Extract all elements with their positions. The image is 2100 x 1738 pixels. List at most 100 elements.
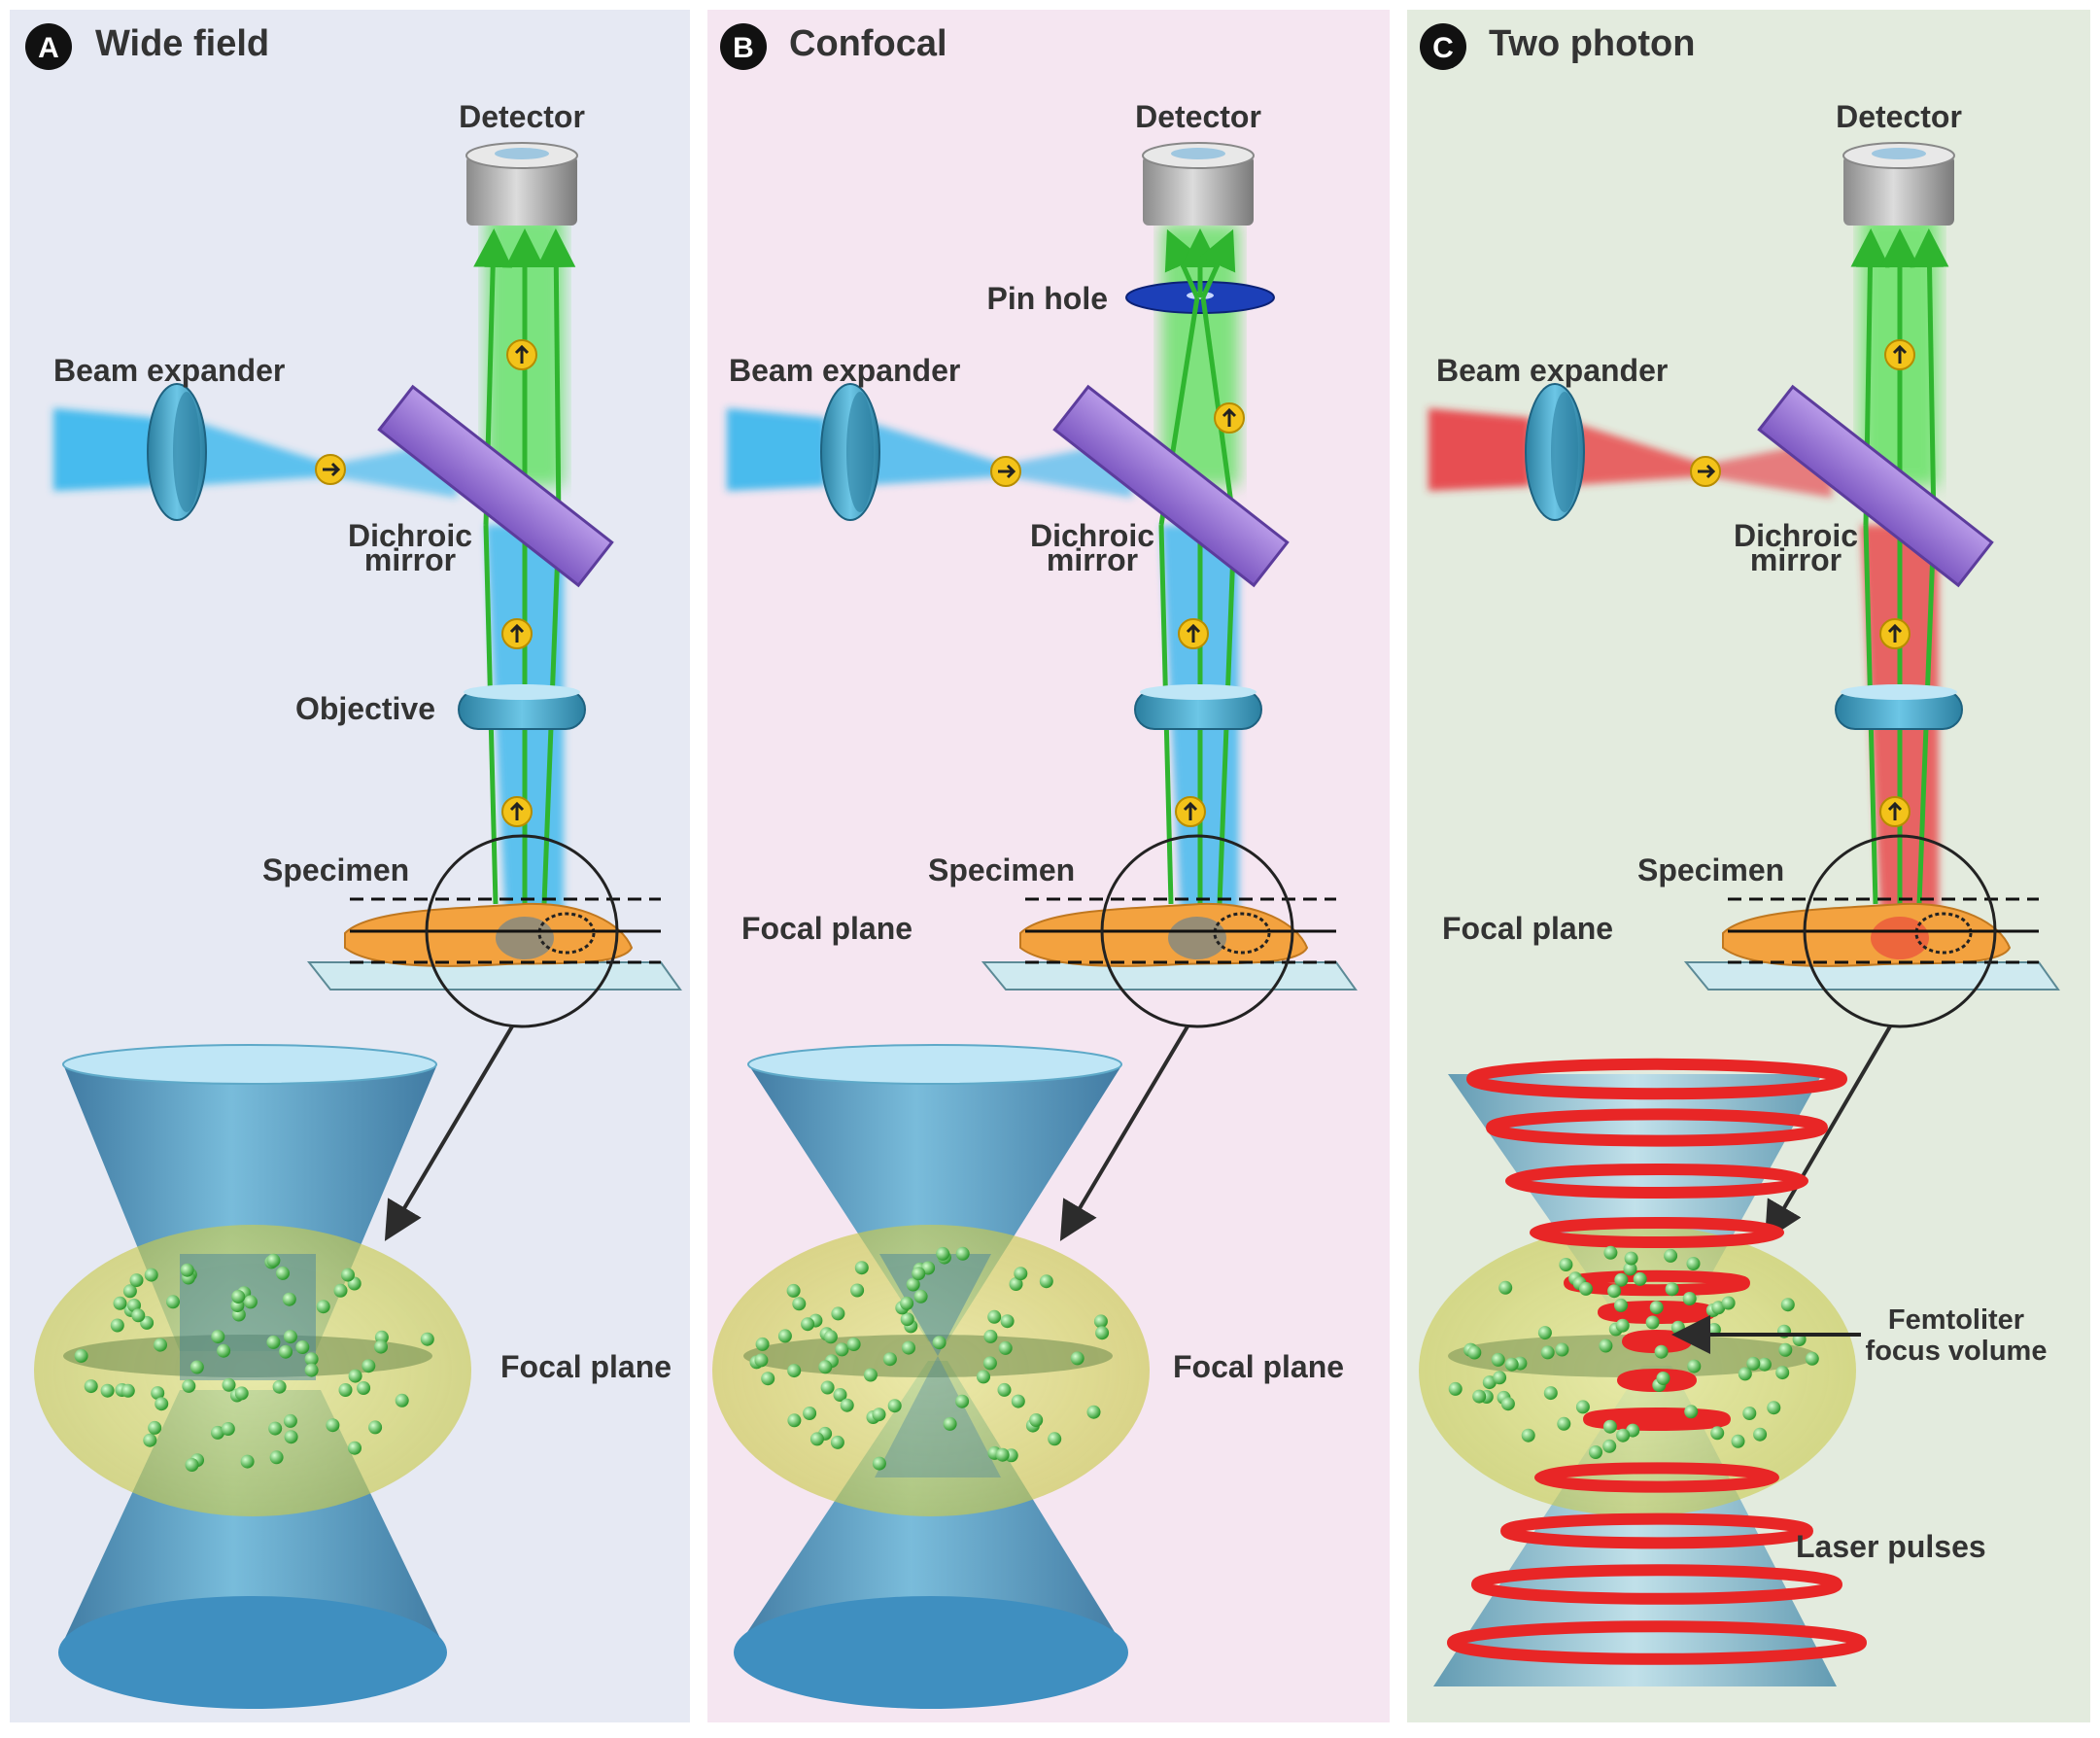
fluorophore-bead (357, 1381, 371, 1395)
laser-pulse-ring (1466, 1058, 1847, 1100)
fluorophore-bead (266, 1335, 281, 1349)
fluorophore-bead (1682, 1292, 1697, 1305)
fluorophore-bead (122, 1284, 137, 1299)
fluorophore-bead (268, 1421, 283, 1436)
fluorophore-bead (943, 1416, 957, 1431)
fluorophore-bead (1664, 1248, 1678, 1263)
fluorophore-bead (809, 1432, 824, 1446)
fluorophore-bead (913, 1289, 928, 1304)
fluorophore-bead (1767, 1401, 1781, 1415)
fluorophore-bead (211, 1330, 225, 1344)
fluorophore-bead (1467, 1345, 1482, 1360)
fluorophore-bead (374, 1339, 388, 1354)
fluorophore-bead (801, 1317, 815, 1332)
fluorophore-bead (1543, 1386, 1558, 1401)
fluorophore-bead (1498, 1280, 1513, 1295)
fluorophore-bead (221, 1422, 235, 1436)
fluorophore-bead (932, 1336, 947, 1350)
fluorophore-bead (1686, 1257, 1701, 1270)
focal-plane-disk (743, 1335, 1113, 1377)
fluorophore-bead (830, 1435, 844, 1449)
fluorophore-bead (1540, 1345, 1555, 1360)
fluorophore-bead (820, 1380, 835, 1395)
fluorophore-bead (182, 1378, 196, 1393)
panel-title: Two photon (1489, 23, 1695, 64)
femtoliter-label-line2: focus volume (1866, 1336, 2048, 1367)
fluorophore-bead (284, 1430, 298, 1444)
fluorophore-bead (850, 1283, 865, 1298)
direction-marker-icon (501, 618, 533, 649)
fluorophore-bead (1504, 1357, 1519, 1372)
fluorophore-bead (304, 1352, 319, 1367)
fluorophore-bead (1753, 1427, 1768, 1442)
fluorophore-bead (983, 1329, 998, 1343)
fluorophore-bead (180, 1263, 194, 1277)
fluorophores (749, 1246, 1110, 1471)
detector-label: Detector (1836, 99, 1962, 134)
fluorophore-bead (1614, 1298, 1628, 1312)
fluorophore-bead (243, 1295, 258, 1309)
specimen-label: Specimen (262, 852, 409, 887)
laser-pulse-ring (1583, 1408, 1731, 1431)
fluorophore-bead (1684, 1405, 1699, 1419)
fluorophore-bead (231, 1290, 246, 1304)
detector (1842, 142, 1955, 226)
fluorophore-bead (1623, 1262, 1637, 1276)
fluorophore-bead (1472, 1389, 1487, 1404)
laser-pulse-ring (1505, 1164, 1808, 1199)
specimen-label: Specimen (1637, 852, 1784, 887)
laser-pulse-ring (1564, 1269, 1750, 1297)
fluorophore-bead (906, 1277, 920, 1292)
dichroic-mirror (1757, 384, 1994, 588)
objective-lens (458, 684, 586, 730)
fluorophore-bead (1607, 1284, 1622, 1299)
fluorophore-bead (1579, 1281, 1593, 1296)
fluorophore-bead (1614, 1272, 1629, 1287)
fluorophore-bead (1757, 1357, 1772, 1372)
panel-header: C Two photon (1420, 23, 1695, 70)
fluorophore-bead (368, 1420, 383, 1435)
fluorophore-bead (1011, 1394, 1025, 1408)
panel-badge-letter: B (733, 32, 754, 64)
fluorophore-bead (1537, 1326, 1552, 1340)
dichroic-label-line1: Dichroic (1734, 518, 1858, 553)
fluorophore-bead (1687, 1359, 1702, 1373)
fluorophore-bead (222, 1377, 236, 1392)
fluorophore-bead (266, 1253, 281, 1268)
fluorophore-bead (1093, 1314, 1108, 1329)
pin-hole-label: Pin hole (987, 281, 1108, 316)
dichroic-mirror (377, 384, 614, 588)
fluorophore-bead (1557, 1416, 1571, 1431)
fluorophore-bead (84, 1379, 98, 1394)
fluorophore-bead (1039, 1274, 1053, 1289)
fluorophore-bead (900, 1296, 914, 1310)
fluorophore-bead (1603, 1245, 1618, 1260)
panel-header: A Wide field (25, 23, 269, 70)
beam-expander-label: Beam expander (53, 353, 285, 388)
fluorophore-bead (900, 1312, 914, 1327)
panel-badge (25, 23, 72, 70)
fluorophore-bead (295, 1340, 310, 1354)
fluorophore-bead (110, 1318, 124, 1333)
fluorophore-bead (1029, 1413, 1044, 1427)
fluorophore-bead (902, 1340, 915, 1355)
fluorophore-bead (154, 1338, 167, 1352)
fluorophore-bead (1654, 1344, 1669, 1359)
dichroic-label-line1: Dichroic (1030, 518, 1154, 553)
panel-wide-field: A Wide field Detector Beam expander (10, 10, 690, 1722)
objective-lens (1835, 684, 1963, 730)
zoom-arrow (1764, 1025, 1892, 1241)
fluorophore-bead (1599, 1338, 1613, 1353)
fluorophore-bead (333, 1283, 348, 1298)
fluorophore-bead (823, 1330, 838, 1344)
objective-lens (1134, 684, 1262, 730)
panel-badge (720, 23, 767, 70)
panel-confocal: B Confocal Detector Pin hole Beam expand… (707, 10, 1390, 1722)
fluorophore-bead (982, 1356, 997, 1371)
fluorophore-bead (144, 1268, 158, 1282)
fluorophore-bead (1775, 1366, 1790, 1380)
fluorophore-bead (326, 1418, 340, 1433)
direction-marker-icon (1884, 339, 1915, 370)
beam-expander-lens (820, 383, 880, 521)
panel-header: B Confocal (720, 23, 947, 70)
